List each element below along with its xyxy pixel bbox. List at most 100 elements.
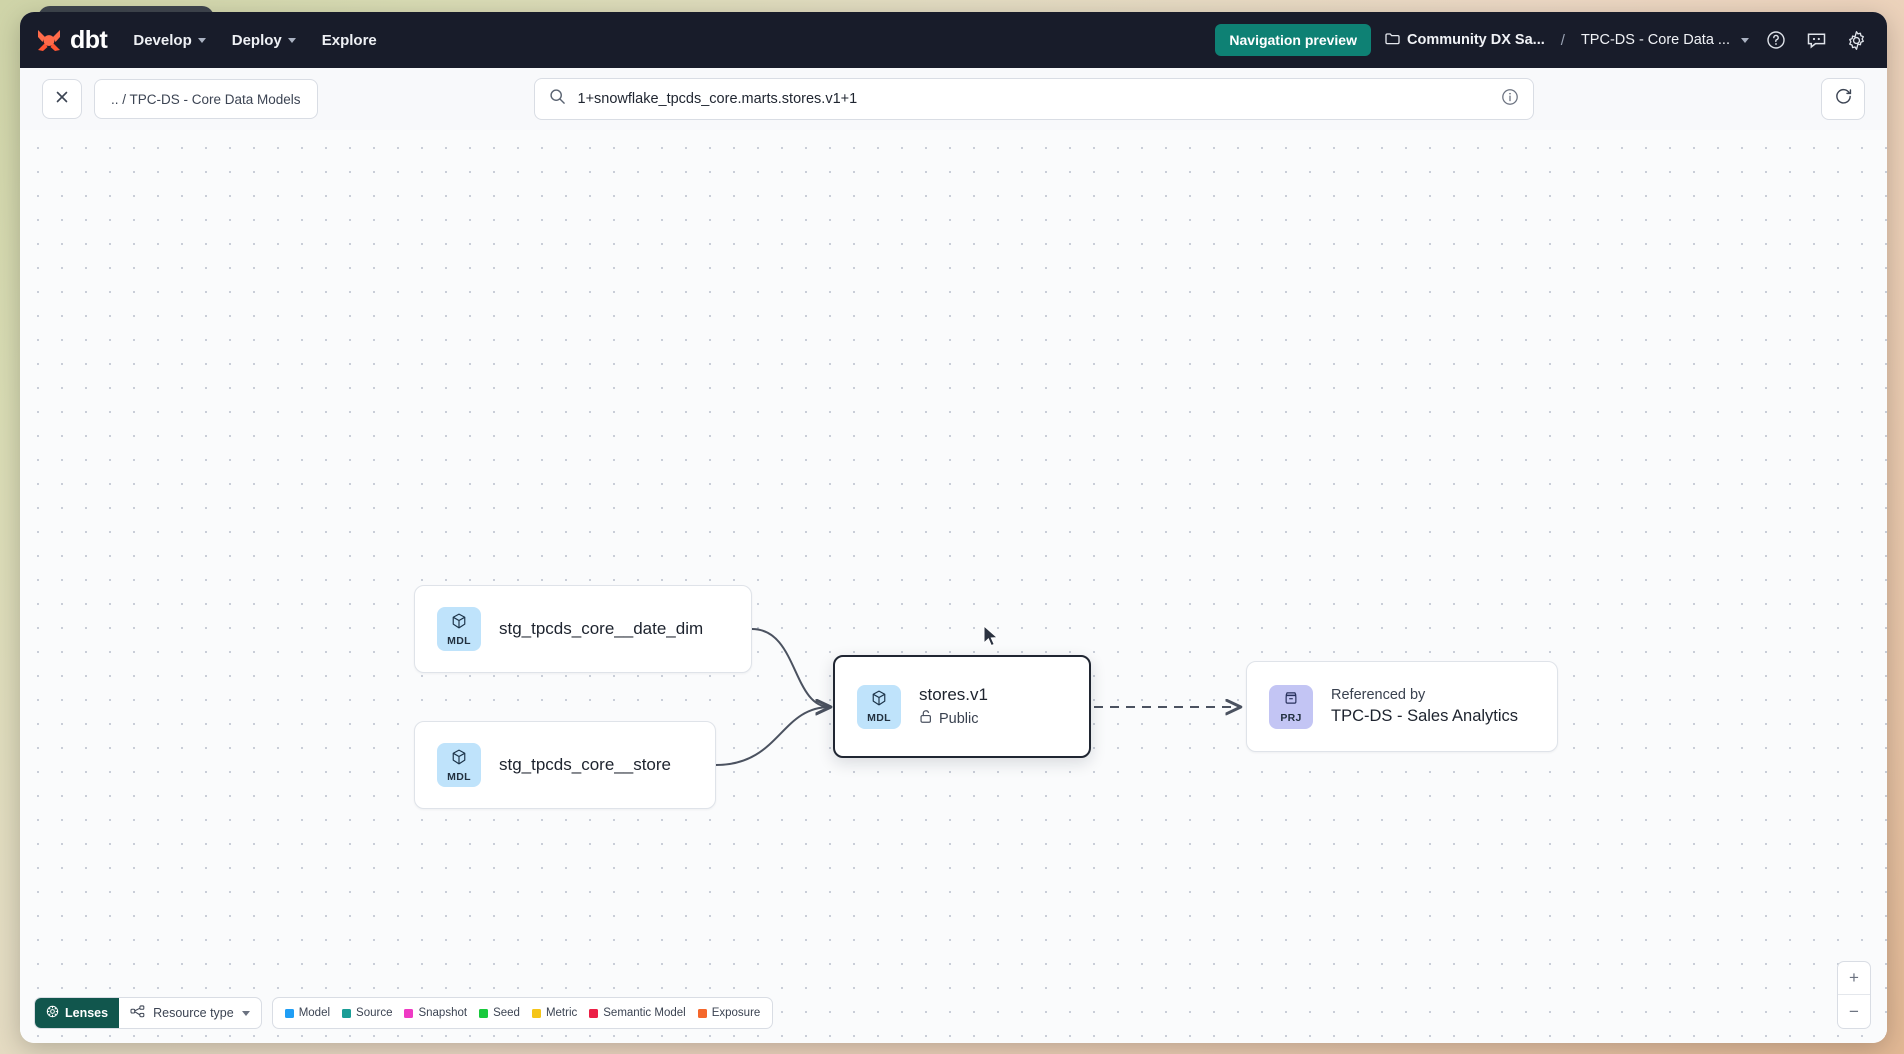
legend-item-exposure: Exposure <box>697 1007 761 1019</box>
navigation-preview-badge[interactable]: Navigation preview <box>1215 24 1371 56</box>
cube-icon <box>450 748 468 771</box>
node-type-badge-mdl: MDL <box>857 684 901 729</box>
graph-bottom-bar: Lenses Resource type <box>34 997 774 1029</box>
nav-item-develop[interactable]: Develop <box>133 31 206 49</box>
close-x-icon <box>54 89 70 110</box>
legend-label: Exposure <box>711 1007 761 1019</box>
graph-toolbar: .. / TPC-DS - Core Data Models 1+snowfla… <box>20 68 1887 130</box>
search-bar[interactable]: 1+snowflake_tpcds_core.marts.stores.v1+1 <box>533 78 1534 120</box>
resource-type-label: Resource type <box>153 1006 234 1020</box>
edge-store-to-stores <box>715 707 830 766</box>
legend-label: Seed <box>493 1007 520 1019</box>
legend-label: Source <box>356 1007 393 1019</box>
refresh-icon <box>1834 87 1853 111</box>
legend-label: Metric <box>545 1007 578 1019</box>
lenses-control-group: Lenses Resource type <box>34 997 262 1029</box>
nav-item-deploy-label: Deploy <box>231 31 282 49</box>
folder-icon <box>1385 32 1400 49</box>
node-text-column: Referenced by TPC-DS - Sales Analytics <box>1331 687 1518 726</box>
feedback-chat-icon[interactable] <box>1803 27 1829 53</box>
nav-item-develop-label: Develop <box>133 31 192 49</box>
brand-text: dbt <box>70 25 108 54</box>
chevron-down-icon <box>287 37 296 43</box>
node-title: TPC-DS - Sales Analytics <box>1331 707 1519 725</box>
node-kicker: Referenced by <box>1331 687 1426 703</box>
search-input[interactable]: 1+snowflake_tpcds_core.marts.stores.v1+1 <box>577 91 858 107</box>
gear-icon[interactable] <box>1843 27 1869 53</box>
project-stack-icon <box>1282 689 1300 712</box>
node-title: stg_tpcds_core__store <box>499 755 671 774</box>
chevron-down-icon <box>241 1010 250 1016</box>
project-breadcrumb[interactable]: TPC-DS - Core Data ... <box>1581 32 1749 48</box>
node-access-label: Public <box>939 710 979 727</box>
dbt-brand[interactable]: dbt <box>34 25 108 55</box>
node-badge-label: PRJ <box>1280 712 1302 725</box>
legend-swatch <box>589 1008 599 1018</box>
node-text-column: stores.v1 Public <box>919 685 988 728</box>
legend-swatch <box>404 1008 414 1018</box>
search-icon <box>549 88 566 110</box>
node-type-badge-mdl: MDL <box>437 743 481 787</box>
info-circle-icon[interactable] <box>1501 88 1519 111</box>
refresh-button[interactable] <box>1821 78 1865 120</box>
legend-item-semantic-model: Semantic Model <box>589 1007 686 1019</box>
legend-label: Snapshot <box>418 1007 468 1019</box>
browser-window: dbt Develop Deploy Explore Navigation pr… <box>20 12 1887 1043</box>
breadcrumb-chip[interactable]: .. / TPC-DS - Core Data Models <box>94 79 318 119</box>
legend-item-source: Source <box>342 1007 392 1019</box>
cube-icon <box>870 689 888 712</box>
legend-swatch <box>284 1008 294 1018</box>
nav-item-deploy[interactable]: Deploy <box>232 32 296 49</box>
lenses-button[interactable]: Lenses <box>35 998 120 1028</box>
graph-edges <box>715 628 1887 766</box>
graph-node-exposure-project[interactable]: PRJ Referenced by TPC-DS - Sales Analyti… <box>1246 661 1558 752</box>
graph-node-stg-date-dim[interactable]: MDL stg_tpcds_core__date_dim <box>414 585 752 673</box>
legend-item-snapshot: Snapshot <box>404 1007 467 1019</box>
account-name: Community DX Sa... <box>1406 32 1545 48</box>
node-access: Public <box>919 709 988 728</box>
node-badge-label: MDL <box>867 712 891 725</box>
zoom-out-button[interactable]: − <box>1849 1001 1859 1021</box>
dbt-logo-icon <box>34 26 64 54</box>
lenses-label: Lenses <box>65 1006 109 1020</box>
node-type-badge-mdl: MDL <box>437 607 481 651</box>
cube-icon <box>450 612 468 635</box>
nav-item-explore[interactable]: Explore <box>322 32 377 49</box>
account-breadcrumb[interactable]: Community DX Sa... <box>1385 32 1545 49</box>
chevron-down-icon <box>1741 37 1749 43</box>
nav-links: Develop Deploy Explore <box>133 32 376 49</box>
node-type-badge-prj: PRJ <box>1269 684 1313 729</box>
legend-item-model: Model <box>284 1007 331 1019</box>
chevron-down-icon <box>197 37 206 43</box>
graph-node-stores-v1[interactable]: MDL stores.v1 Public <box>833 655 1091 758</box>
legend-label: Model <box>298 1007 331 1019</box>
zoom-in-button[interactable]: + <box>1838 962 1870 995</box>
help-circle-icon[interactable] <box>1763 27 1789 53</box>
node-title: stores.v1 <box>919 685 988 704</box>
breadcrumb-separator: / <box>1560 31 1565 49</box>
node-badge-label: MDL <box>447 770 471 783</box>
project-name: TPC-DS - Core Data ... <box>1580 32 1730 48</box>
resource-nodes-icon <box>130 1005 145 1021</box>
unlock-icon <box>919 709 933 728</box>
legend-label: Semantic Model <box>603 1007 686 1019</box>
nav-item-explore-label: Explore <box>321 31 377 49</box>
lineage-graph-canvas[interactable]: MDL stg_tpcds_core__date_dim MDL stg_tpc… <box>20 130 1887 1043</box>
legend-swatch <box>342 1008 352 1018</box>
close-graph-button[interactable] <box>42 79 82 119</box>
top-navbar: dbt Develop Deploy Explore Navigation pr… <box>20 12 1887 68</box>
legend-swatch <box>531 1008 541 1018</box>
resource-type-legend: Model Source Snapshot Seed <box>271 997 774 1029</box>
node-badge-label: MDL <box>447 634 471 647</box>
edge-date-dim-to-stores <box>751 628 830 707</box>
legend-swatch <box>479 1008 489 1018</box>
resource-type-dropdown[interactable]: Resource type <box>119 998 261 1028</box>
lens-globe-icon <box>46 1005 59 1021</box>
node-title: stg_tpcds_core__date_dim <box>499 619 704 638</box>
navbar-right-group: Navigation preview Community DX Sa... / … <box>1215 24 1869 56</box>
graph-node-stg-store[interactable]: MDL stg_tpcds_core__store <box>414 721 716 809</box>
legend-item-seed: Seed <box>479 1007 520 1019</box>
legend-swatch <box>697 1008 707 1018</box>
zoom-controls: + − <box>1837 961 1871 1029</box>
